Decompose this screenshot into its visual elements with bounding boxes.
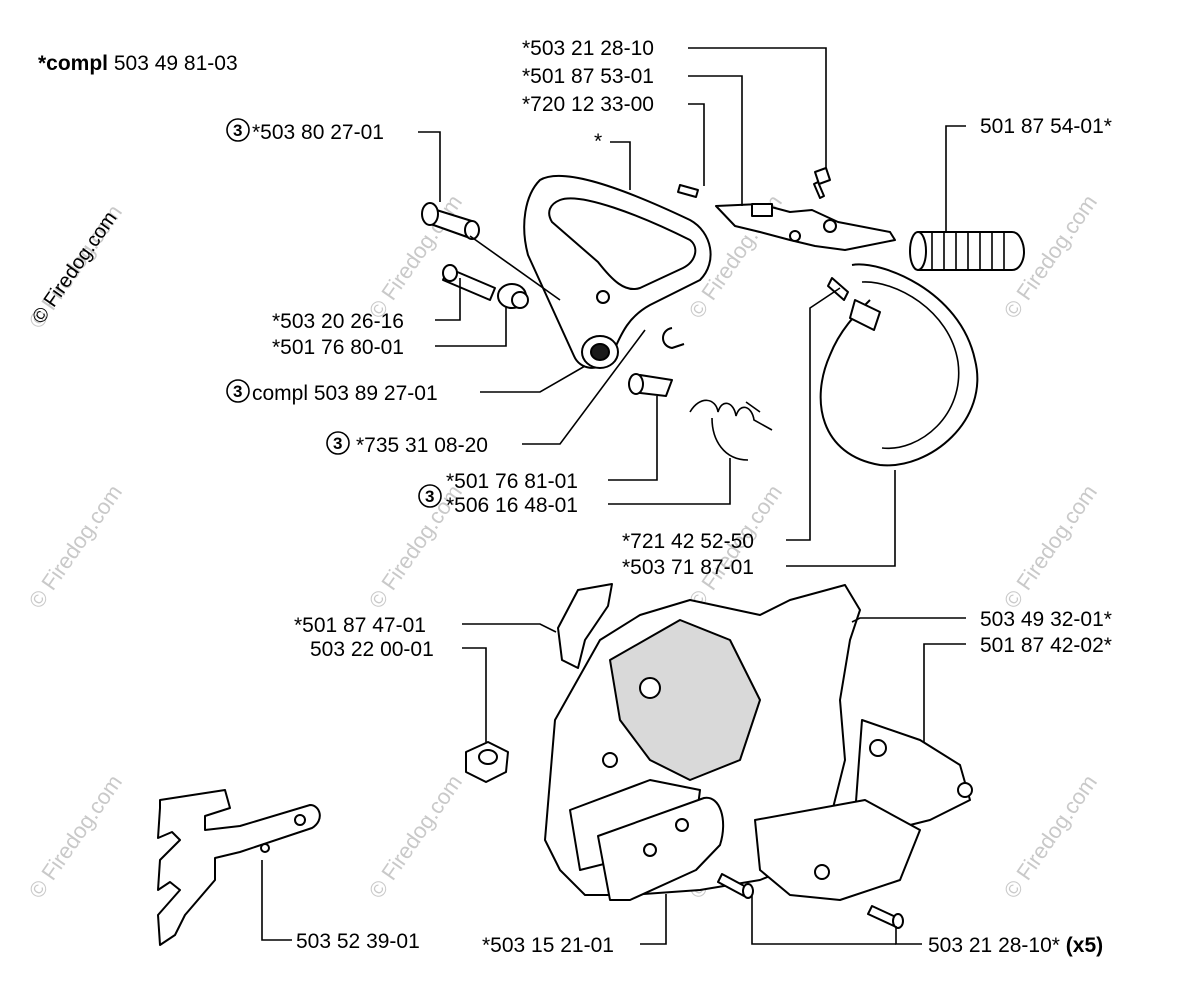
reference-marker	[326, 431, 350, 455]
part-label: 501 87 42-02*	[980, 634, 1112, 657]
chain-brake-handguard	[523, 174, 712, 369]
copyright-watermark: © Firedog.com	[28, 208, 121, 328]
part-label: 503 21 28-10*	[928, 934, 1060, 957]
chain-guide-plate	[597, 796, 725, 901]
cover-screw	[717, 873, 754, 899]
side-cover-plate	[854, 719, 973, 831]
part-label: *503 80 27-01	[252, 121, 384, 144]
part-label: *503 21 28-10	[522, 37, 654, 60]
part-label: *501 76 80-01	[272, 336, 404, 359]
part-label: *720 12 33-00	[522, 93, 654, 116]
cover-screw	[867, 905, 904, 929]
reference-marker-text: 3	[233, 382, 242, 401]
part-labels: *503 21 28-10 *501 87 53-01 *720 12 33-0…	[226, 37, 1112, 957]
part-label: *501 76 81-01	[446, 470, 578, 493]
part-label: *	[594, 130, 602, 153]
brake-band	[819, 263, 979, 467]
fork-tool	[157, 789, 321, 946]
assembly-title: *compl 503 49 81-03	[38, 52, 238, 75]
part-label: *503 15 21-01	[482, 934, 614, 957]
torsion-spring	[689, 399, 773, 461]
watermark: © Firedog.com	[24, 770, 127, 903]
part-label: *506 16 48-01	[446, 494, 578, 517]
handle-grip	[909, 231, 1025, 271]
part-label: 501 87 54-01*	[980, 115, 1112, 138]
retaining-clip	[662, 327, 685, 349]
reference-marker-text: 3	[425, 487, 434, 506]
leader-lines	[261, 47, 966, 945]
part-label: *501 87 47-01	[294, 614, 426, 637]
small-screw	[813, 167, 831, 199]
bushing	[497, 283, 529, 309]
pin	[677, 184, 699, 198]
bar-nut	[465, 741, 509, 783]
part-label: 503 49 32-01*	[980, 608, 1112, 631]
reference-marker-text: 3	[333, 434, 342, 453]
part-label: *735 31 08-20	[356, 434, 488, 457]
watermark: © Firedog.com	[24, 480, 127, 613]
reference-marker	[226, 118, 250, 142]
brake-lever	[715, 203, 896, 251]
watermark: © Firedog.com	[999, 770, 1102, 903]
reference-marker-text: 3	[233, 121, 242, 140]
quantity: (x5)	[1066, 934, 1103, 957]
watermark: © Firedog.com	[364, 770, 467, 903]
chain-catcher	[557, 583, 613, 669]
watermark: © Firedog.com	[364, 190, 467, 323]
assembly-number: 503 49 81-03	[114, 52, 238, 75]
part-label: *501 87 53-01	[522, 65, 654, 88]
reference-marker	[418, 484, 442, 508]
watermark: © Firedog.com	[999, 480, 1102, 613]
part-label: *503 20 26-16	[272, 310, 404, 333]
spring-bushing	[628, 373, 673, 397]
part-label: 503 22 00-01	[310, 638, 434, 661]
screw	[442, 264, 496, 301]
part-label: 503 21 28-10* (x5)	[928, 934, 1103, 957]
part-label: *503 71 87-01	[622, 556, 754, 579]
part-label: compl 503 89 27-01	[252, 382, 438, 405]
reference-marker	[226, 379, 250, 403]
part-label: *721 42 52-50	[622, 530, 754, 553]
pivot-pin	[421, 202, 480, 240]
assembly-prefix: *compl	[38, 52, 108, 75]
lower-cover-plate	[754, 799, 921, 901]
part-label: 503 52 39-01	[296, 930, 420, 953]
